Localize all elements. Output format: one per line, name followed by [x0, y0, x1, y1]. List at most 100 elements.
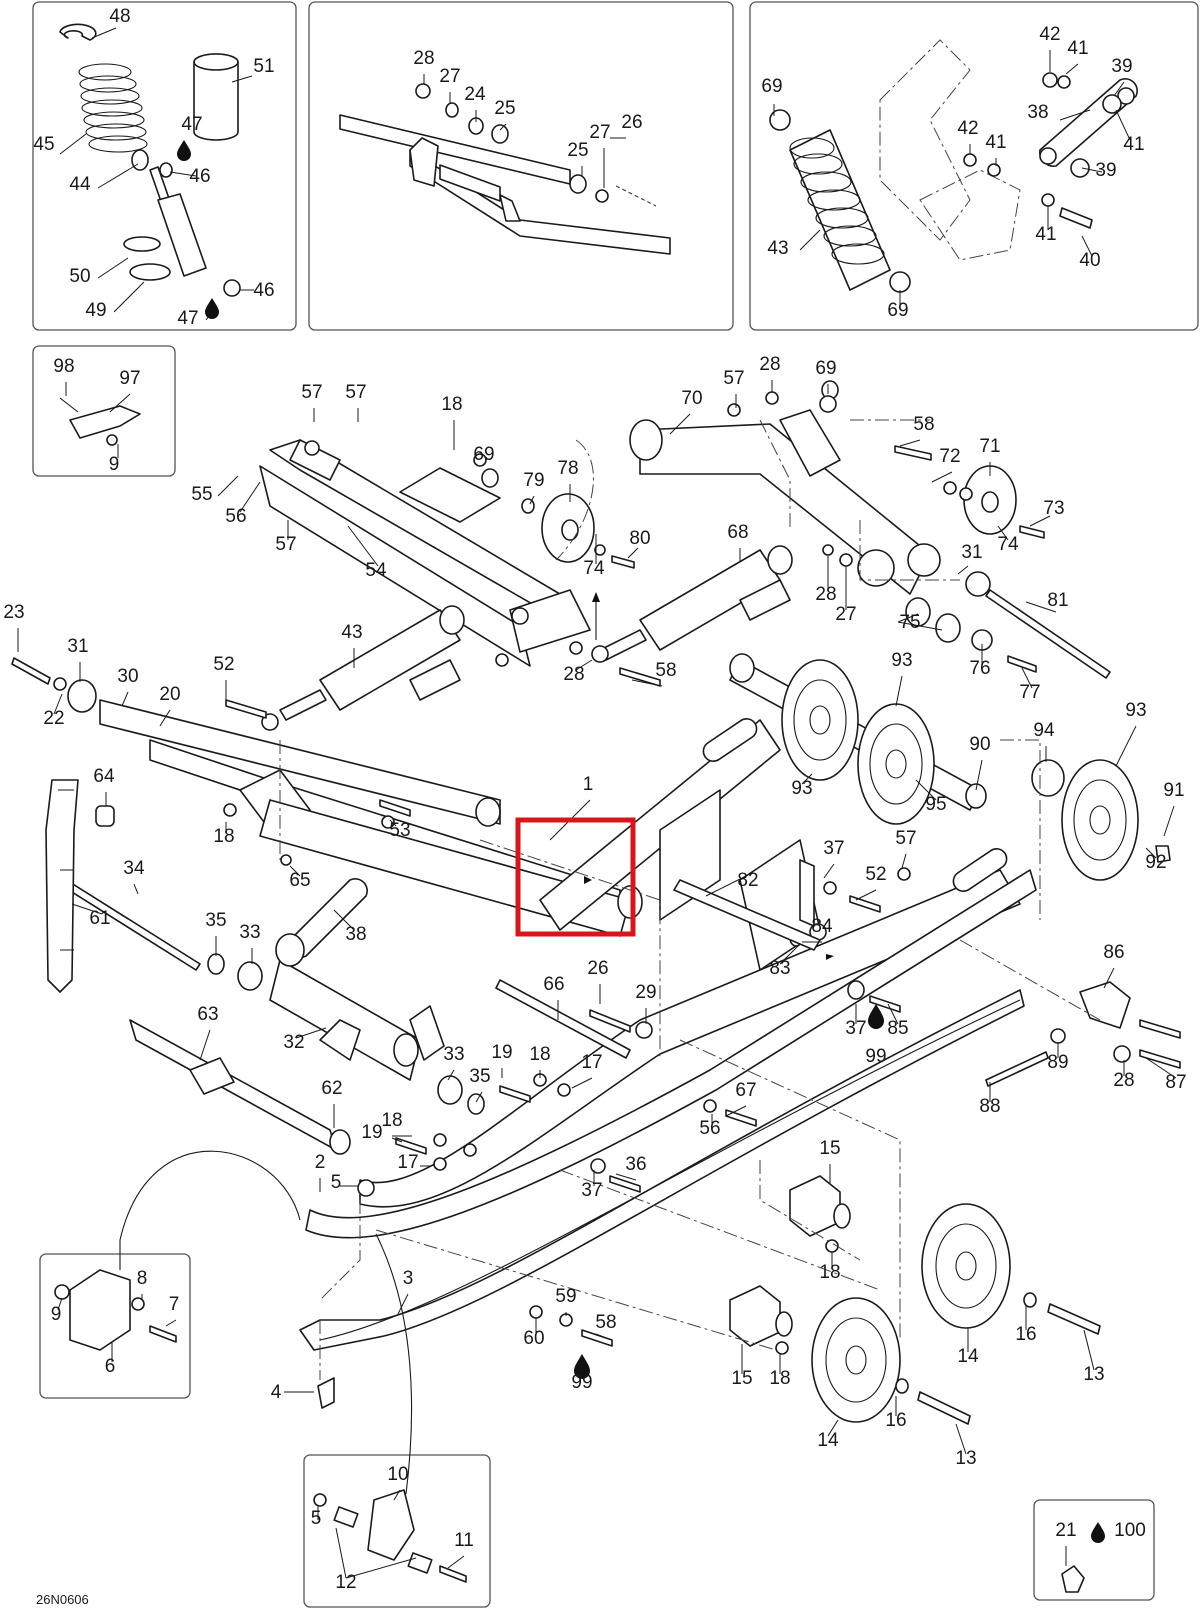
callout-c5a: 5	[331, 1172, 342, 1193]
callout-c42a: 42	[1039, 24, 1060, 45]
callout-c74a: 74	[583, 558, 605, 579]
callout-c40: 40	[1079, 250, 1100, 271]
direction-arrows	[584, 592, 834, 960]
callout-c100: 100	[1114, 1520, 1146, 1541]
callout-c86: 86	[1103, 942, 1124, 963]
slider-rail	[299, 989, 1025, 1351]
callout-c17a: 17	[581, 1052, 602, 1073]
callout-c19a: 19	[491, 1042, 512, 1063]
limiter-strap	[45, 779, 115, 993]
callout-c38a: 38	[1027, 102, 1048, 123]
callout-c41a: 41	[1067, 38, 1088, 59]
grease-icon	[205, 298, 219, 319]
callout-c99a: 99	[865, 1046, 886, 1067]
front-shock-absorber	[569, 545, 793, 687]
callout-c31b: 31	[67, 636, 88, 657]
callout-c15b: 15	[731, 1368, 752, 1389]
callout-c11: 11	[454, 1530, 474, 1551]
callout-c30: 30	[117, 666, 138, 687]
callout-c33a: 33	[239, 922, 260, 943]
callout-c9b: 9	[51, 1304, 62, 1325]
callout-c57a: 57	[301, 382, 322, 403]
callout-c92: 92	[1145, 852, 1166, 873]
callout-c71: 71	[979, 436, 1000, 457]
callout-c28d: 28	[563, 664, 584, 685]
callout-c42b: 42	[957, 118, 978, 139]
drawing-code: 26N0606	[36, 1592, 89, 1607]
callout-c6: 6	[105, 1356, 116, 1377]
highlight-box	[515, 817, 636, 937]
callout-c97: 97	[119, 368, 140, 389]
callout-c77: 77	[1019, 682, 1040, 703]
callout-c60: 60	[523, 1328, 544, 1349]
callout-c62: 62	[321, 1078, 342, 1099]
callout-c58c: 58	[595, 1312, 616, 1333]
callout-c59: 59	[555, 1286, 576, 1307]
callout-c32: 32	[283, 1032, 304, 1053]
callout-c54: 54	[365, 560, 387, 581]
callout-c8: 8	[137, 1268, 148, 1289]
callout-c61: 61	[89, 908, 110, 929]
callout-c95: 95	[925, 794, 946, 815]
callout-c28a: 28	[413, 48, 434, 69]
callout-c18e: 18	[819, 1262, 840, 1283]
callout-c7: 7	[169, 1294, 180, 1315]
callout-c85: 85	[887, 1018, 908, 1039]
callout-c47a: 47	[181, 114, 202, 135]
callout-c37c: 37	[581, 1180, 602, 1201]
callout-c16a: 16	[1015, 1324, 1036, 1345]
callout-c46b: 46	[253, 280, 274, 301]
callout-c76: 76	[969, 658, 990, 679]
callout-c74b: 74	[997, 534, 1019, 555]
callout-c63: 63	[197, 1004, 218, 1025]
idler-wheels-group	[729, 653, 1171, 881]
callout-c43b: 43	[341, 622, 362, 643]
callout-c27b: 27	[589, 122, 610, 143]
callout-c79: 79	[523, 470, 544, 491]
shock-spring-group	[59, 23, 241, 297]
callout-c44: 44	[69, 174, 91, 195]
callout-c19b: 19	[361, 1122, 382, 1143]
callout-c47b: 47	[177, 308, 198, 329]
callout-c28c: 28	[815, 584, 836, 605]
callout-c41d: 41	[1035, 224, 1056, 245]
callout-c57e: 57	[895, 828, 916, 849]
callout-c21: 21	[1055, 1520, 1076, 1541]
stopper-parts	[59, 397, 141, 446]
callout-c38b: 38	[345, 924, 366, 945]
callout-c10: 10	[387, 1464, 408, 1485]
callout-c49: 49	[85, 300, 106, 321]
callout-c1: 1	[583, 774, 594, 795]
callout-c27c: 27	[835, 604, 856, 625]
rear-wheels-group	[729, 1175, 1101, 1425]
callout-c58a: 58	[913, 414, 934, 435]
callout-c35a: 35	[205, 910, 226, 931]
callout-c82: 82	[737, 870, 758, 891]
leader-lines	[17, 27, 1177, 1579]
callout-c2: 2	[315, 1152, 326, 1173]
callout-c22: 22	[43, 708, 64, 729]
callout-c55: 55	[191, 484, 212, 505]
callout-c81: 81	[1047, 590, 1068, 611]
callout-c16b: 16	[885, 1410, 906, 1431]
callout-c67: 67	[735, 1080, 756, 1101]
callout-c36: 36	[625, 1154, 646, 1175]
callout-c65: 65	[289, 870, 310, 891]
callout-c94: 94	[1033, 720, 1055, 741]
grease-icon	[177, 140, 191, 161]
callout-c27a: 27	[439, 66, 460, 87]
callout-c53: 53	[389, 820, 410, 841]
callout-c14b: 14	[817, 1430, 839, 1451]
callout-c78: 78	[557, 458, 578, 479]
cross-shaft-assembly	[673, 859, 821, 951]
callout-c29: 29	[635, 982, 656, 1003]
callout-c20: 20	[159, 684, 180, 705]
callout-c9a: 9	[109, 454, 120, 475]
callout-c73: 73	[1043, 498, 1064, 519]
rear-arm-20	[11, 657, 643, 937]
rear-shock-absorber	[225, 605, 465, 731]
callout-c25a: 25	[494, 98, 515, 119]
callout-c57b: 57	[345, 382, 366, 403]
